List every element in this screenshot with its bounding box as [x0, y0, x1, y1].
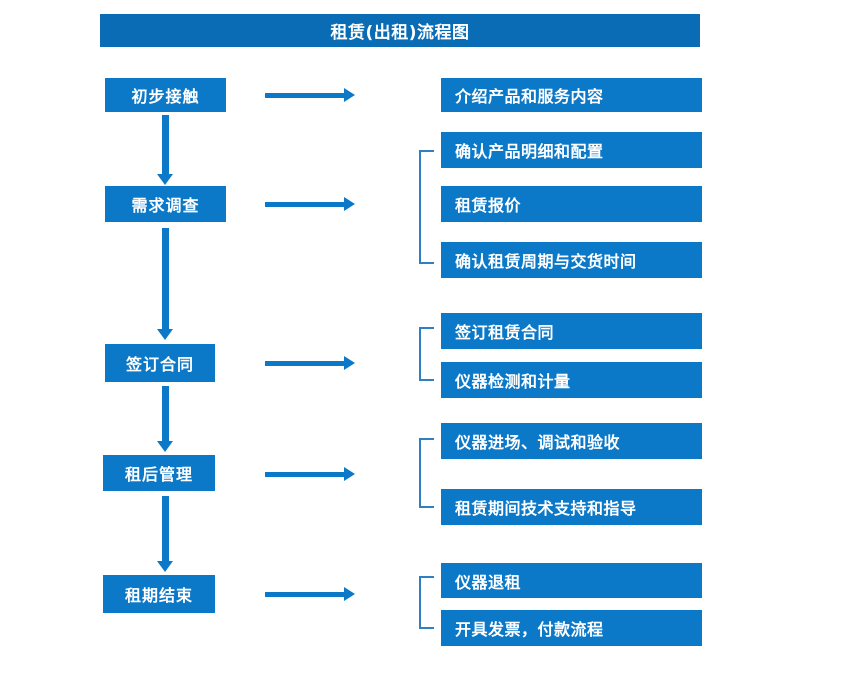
detail-box-label: 租赁期间技术支持和指导 — [455, 499, 637, 518]
arrow-shaft — [265, 592, 345, 597]
flowchart-title-bar: 租赁(出租)流程图 — [100, 14, 700, 47]
right-arrow-icon-5 — [265, 587, 355, 601]
group-bracket-4 — [419, 576, 434, 629]
detail-box-label: 签订租赁合同 — [455, 323, 555, 342]
detail-box-label: 租赁报价 — [455, 196, 522, 215]
detail-box-9[interactable]: 仪器退租 — [441, 563, 702, 598]
down-arrow-icon-2 — [157, 228, 173, 340]
detail-box-label: 仪器检测和计量 — [455, 372, 571, 391]
arrow-shaft — [265, 472, 345, 477]
detail-box-7[interactable]: 仪器进场、调试和验收 — [441, 423, 702, 459]
down-arrow-icon-3 — [157, 386, 173, 452]
stage-box-label: 需求调查 — [131, 196, 200, 215]
arrow-shaft — [162, 228, 169, 330]
arrow-shaft — [265, 361, 345, 366]
right-arrow-icon-1 — [265, 88, 355, 102]
stage-box-2[interactable]: 需求调查 — [105, 186, 226, 222]
down-arrow-icon-1 — [157, 115, 173, 185]
detail-box-5[interactable]: 签订租赁合同 — [441, 313, 702, 349]
right-arrow-icon-2 — [265, 197, 355, 211]
arrow-shaft — [265, 93, 345, 98]
group-bracket-2 — [419, 327, 434, 381]
arrow-head — [344, 587, 355, 601]
stage-box-label: 初步接触 — [131, 87, 200, 106]
stage-box-4[interactable]: 租后管理 — [103, 455, 215, 491]
right-arrow-icon-3 — [265, 356, 355, 370]
detail-box-label: 开具发票，付款流程 — [455, 620, 604, 639]
detail-box-label: 确认产品明细和配置 — [455, 142, 604, 161]
detail-box-10[interactable]: 开具发票，付款流程 — [441, 610, 702, 646]
arrow-shaft — [162, 115, 169, 175]
group-bracket-3 — [419, 438, 434, 508]
stage-box-label: 租后管理 — [124, 465, 193, 484]
stage-box-5[interactable]: 租期结束 — [103, 575, 215, 613]
down-arrow-icon-4 — [157, 496, 173, 572]
stage-box-3[interactable]: 签订合同 — [105, 344, 215, 382]
arrow-head — [344, 197, 355, 211]
arrow-shaft — [265, 202, 345, 207]
group-bracket-1 — [419, 150, 434, 264]
arrow-head — [344, 88, 355, 102]
detail-box-3[interactable]: 租赁报价 — [441, 186, 702, 222]
detail-box-8[interactable]: 租赁期间技术支持和指导 — [441, 489, 702, 525]
detail-box-label: 确认租赁周期与交货时间 — [455, 252, 637, 271]
arrow-head — [344, 356, 355, 370]
detail-box-label: 介绍产品和服务内容 — [455, 87, 604, 106]
detail-box-4[interactable]: 确认租赁周期与交货时间 — [441, 242, 702, 278]
arrow-head — [344, 467, 355, 481]
stage-box-label: 租期结束 — [124, 586, 193, 605]
detail-box-2[interactable]: 确认产品明细和配置 — [441, 132, 702, 168]
page-title: 租赁(出租)流程图 — [330, 23, 470, 43]
arrow-head — [157, 441, 173, 452]
stage-box-label: 签订合同 — [125, 355, 194, 374]
right-arrow-icon-4 — [265, 467, 355, 481]
arrow-head — [157, 174, 173, 185]
arrow-head — [157, 561, 173, 572]
detail-box-label: 仪器退租 — [455, 572, 522, 592]
arrow-head — [157, 329, 173, 340]
detail-box-label: 仪器进场、调试和验收 — [455, 433, 621, 452]
arrow-shaft — [162, 386, 169, 442]
stage-box-1[interactable]: 初步接触 — [105, 78, 226, 112]
detail-box-6[interactable]: 仪器检测和计量 — [441, 362, 702, 398]
detail-box-1[interactable]: 介绍产品和服务内容 — [441, 78, 702, 112]
arrow-shaft — [162, 496, 169, 562]
